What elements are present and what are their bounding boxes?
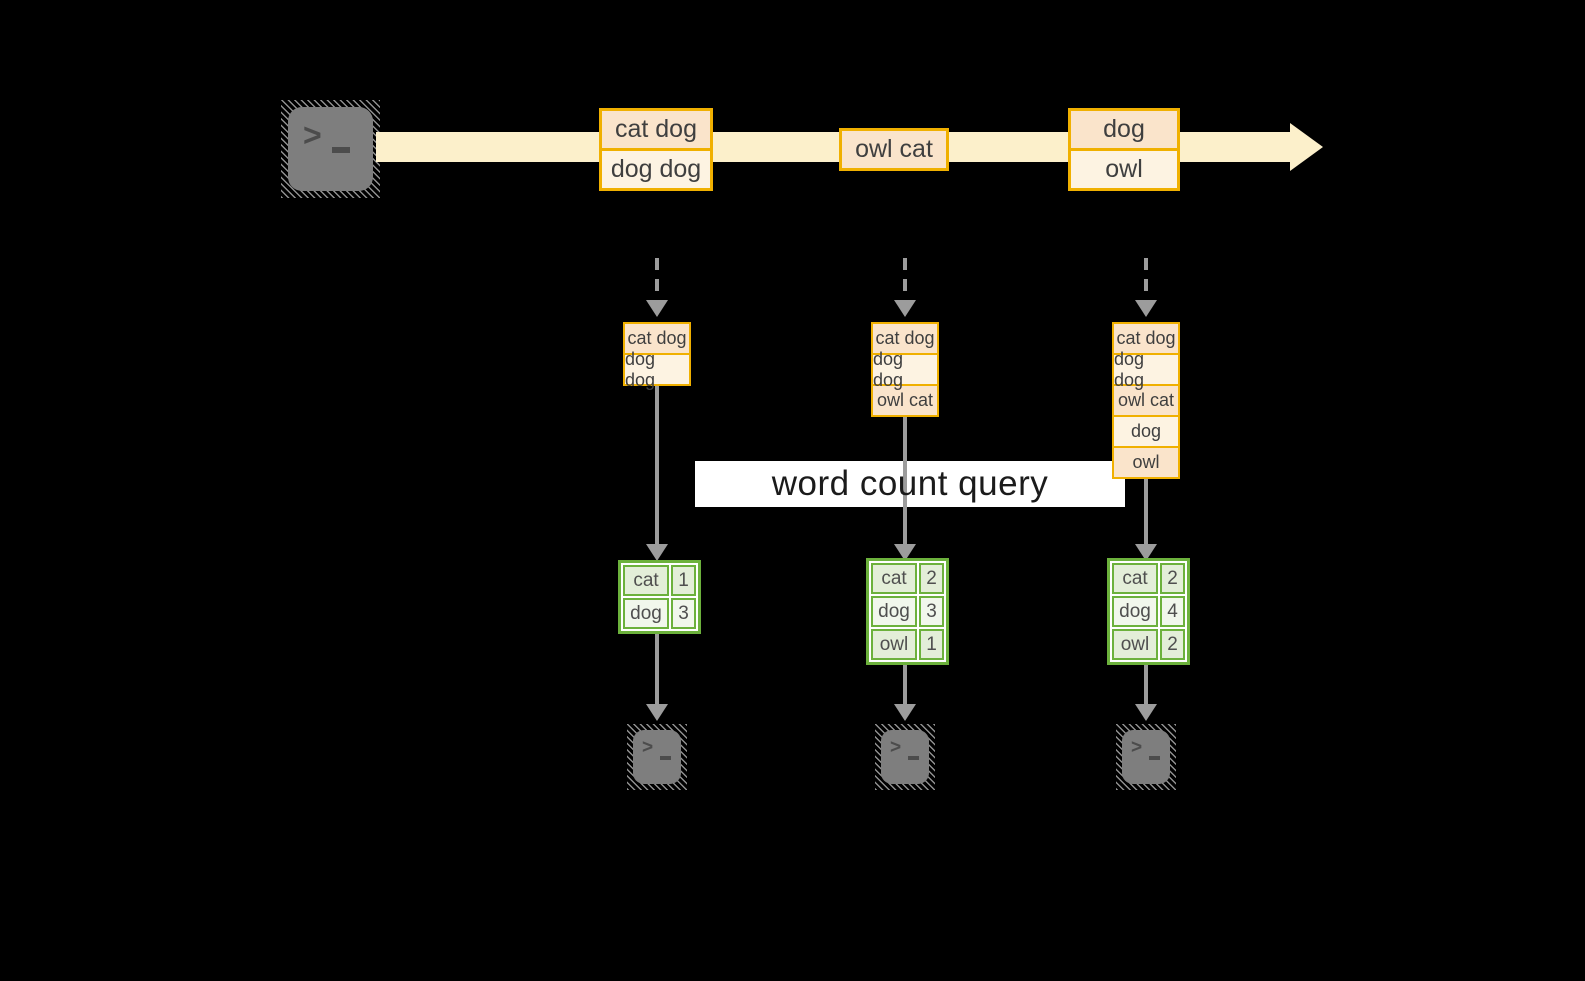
connector-line xyxy=(903,653,907,706)
event-row: dog dog xyxy=(602,148,710,188)
word-cell: dog xyxy=(871,596,917,627)
terminal-prompt-icon: > xyxy=(890,737,902,758)
batch-row: cat dog xyxy=(625,324,689,353)
count-cell: 4 xyxy=(1160,596,1185,627)
connector-line xyxy=(1144,653,1148,706)
count-cell: 1 xyxy=(671,565,696,596)
word-cell: dog xyxy=(623,598,669,629)
count-cell: 2 xyxy=(919,563,944,594)
terminal-cursor-icon xyxy=(1149,756,1160,760)
batch-row: owl cat xyxy=(873,384,937,415)
batch-row: dog xyxy=(1114,415,1178,446)
query-band xyxy=(695,461,1125,507)
result-table: cat 2 dog 4 owl 2 xyxy=(1107,558,1190,665)
count-cell: 1 xyxy=(919,629,944,660)
terminal-prompt-icon: > xyxy=(642,737,654,758)
count-cell: 2 xyxy=(1160,563,1185,594)
event-row: cat dog xyxy=(602,111,710,148)
sink-terminal-icon: > xyxy=(627,724,687,790)
result-row: owl 2 xyxy=(1112,629,1185,660)
count-cell: 2 xyxy=(1160,629,1185,660)
batch-row: cat dog xyxy=(873,324,937,353)
word-cell: cat xyxy=(1112,563,1158,594)
result-row: cat 1 xyxy=(623,565,696,596)
result-table: cat 1 dog 3 xyxy=(618,560,701,634)
micro-batch-stack: cat dog dog dog owl cat dog owl xyxy=(1112,322,1180,479)
result-row: dog 4 xyxy=(1112,596,1185,627)
event-box: owl cat xyxy=(839,128,949,171)
event-box: cat dog dog dog xyxy=(599,108,713,191)
down-arrowhead-icon xyxy=(894,544,916,561)
word-cell: owl xyxy=(1112,629,1158,660)
dashed-arrow xyxy=(903,258,907,302)
terminal-screen: > xyxy=(881,730,929,784)
terminal-screen: > xyxy=(288,107,373,191)
result-row: dog 3 xyxy=(871,596,944,627)
result-row: owl 1 xyxy=(871,629,944,660)
word-cell: owl xyxy=(871,629,917,660)
terminal-screen: > xyxy=(1122,730,1170,784)
result-row: cat 2 xyxy=(1112,563,1185,594)
down-arrowhead-icon xyxy=(646,704,668,721)
down-arrowhead-icon xyxy=(1135,704,1157,721)
query-label: word count query xyxy=(771,464,1049,503)
event-row: dog xyxy=(1071,111,1177,148)
micro-batch-stack: cat dog dog dog owl cat xyxy=(871,322,939,417)
source-terminal-icon: > xyxy=(281,100,380,198)
dashed-arrow xyxy=(1144,258,1148,302)
count-cell: 3 xyxy=(671,598,696,629)
word-cell: dog xyxy=(1112,596,1158,627)
terminal-cursor-icon xyxy=(660,756,671,760)
connector-line xyxy=(903,417,907,546)
count-cell: 3 xyxy=(919,596,944,627)
word-cell: cat xyxy=(623,565,669,596)
batch-row: owl cat xyxy=(1114,384,1178,415)
terminal-screen: > xyxy=(633,730,681,784)
connector-line xyxy=(1144,479,1148,546)
terminal-prompt-icon: > xyxy=(1131,737,1143,758)
batch-row: dog dog xyxy=(1114,349,1178,390)
terminal-prompt-icon: > xyxy=(303,117,322,153)
down-arrowhead-icon xyxy=(894,300,916,317)
terminal-cursor-icon xyxy=(332,147,350,153)
result-table: cat 2 dog 3 owl 1 xyxy=(866,558,949,665)
event-row: owl xyxy=(1071,148,1177,188)
batch-row: owl xyxy=(1114,446,1178,477)
event-box: dog owl xyxy=(1068,108,1180,191)
result-row: dog 3 xyxy=(623,598,696,629)
batch-row: cat dog xyxy=(1114,324,1178,353)
connector-line xyxy=(655,386,659,546)
down-arrowhead-icon xyxy=(646,544,668,561)
sink-terminal-icon: > xyxy=(875,724,935,790)
result-row: cat 2 xyxy=(871,563,944,594)
connector-line xyxy=(655,626,659,706)
stream-arrowhead-icon xyxy=(1290,123,1323,171)
down-arrowhead-icon xyxy=(894,704,916,721)
micro-batch-stack: cat dog dog dog xyxy=(623,322,691,390)
sink-terminal-icon: > xyxy=(1116,724,1176,790)
down-arrowhead-icon xyxy=(1135,300,1157,317)
event-row: owl cat xyxy=(842,131,946,168)
terminal-cursor-icon xyxy=(908,756,919,760)
batch-row: dog dog xyxy=(625,349,689,390)
down-arrowhead-icon xyxy=(1135,544,1157,561)
batch-row: dog dog xyxy=(873,349,937,390)
word-cell: cat xyxy=(871,563,917,594)
dashed-arrow xyxy=(655,258,659,302)
down-arrowhead-icon xyxy=(646,300,668,317)
